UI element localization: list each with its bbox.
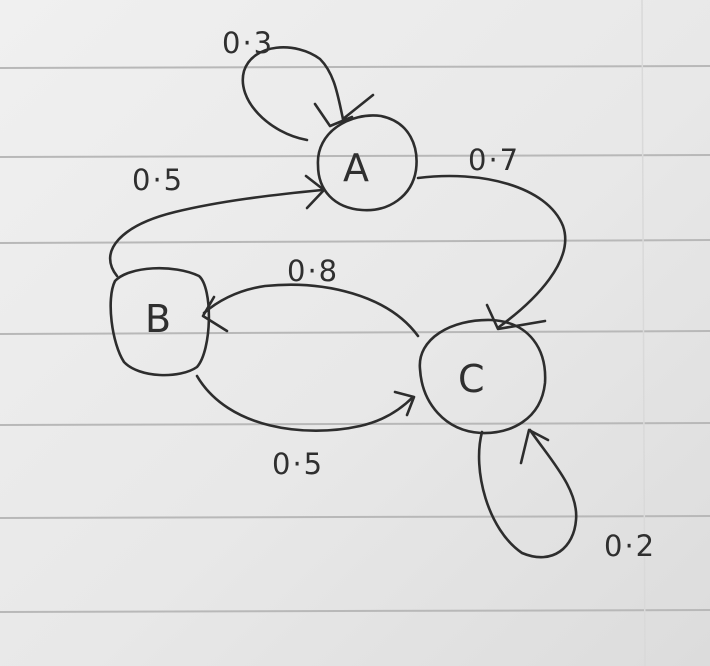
edge-c-b-arrowhead [201,295,229,333]
node-b: B [109,266,211,377]
node-c: C [418,318,547,435]
node-c-circle [418,318,547,435]
edge-b-a-line [108,188,324,278]
node-b-label: B [145,297,171,341]
node-c-label: C [458,357,485,401]
edge-a-a-arrowhead [313,93,375,128]
edge-a-c-line [416,174,567,329]
edge-c-b-label: 0·8 [287,254,339,288]
edge-b-c-arrowhead [393,390,416,417]
edge-c-c-line [477,428,578,559]
edge-c-c-arrowhead [519,428,550,465]
edge-a-a-line [241,46,345,142]
edge-b-c: 0·5 [195,374,416,481]
node-a-circle [316,114,418,212]
edge-a-c-arrowhead [485,303,547,331]
node-a-label: A [343,146,369,190]
page-edge [641,0,646,666]
edge-c-b-line [202,283,420,338]
edge-b-c-label: 0·5 [272,447,324,481]
node-a: A [316,114,418,212]
edge-c-c: 0·2 [477,428,656,563]
edge-a-a: 0·3 [222,26,375,142]
edge-c-c-label: 0·2 [604,529,656,563]
edge-b-a: 0·5 [108,163,326,278]
edge-a-a-label: 0·3 [222,26,274,60]
edge-b-a-label: 0·5 [132,163,184,197]
edge-c-b: 0·8 [201,254,420,338]
ruled-lines [0,65,710,613]
edge-a-c: 0·7 [416,143,567,331]
edge-a-c-label: 0·7 [468,143,520,177]
edge-b-a-arrowhead [304,174,326,210]
node-b-circle [109,266,211,377]
edge-b-c-line [195,374,415,432]
